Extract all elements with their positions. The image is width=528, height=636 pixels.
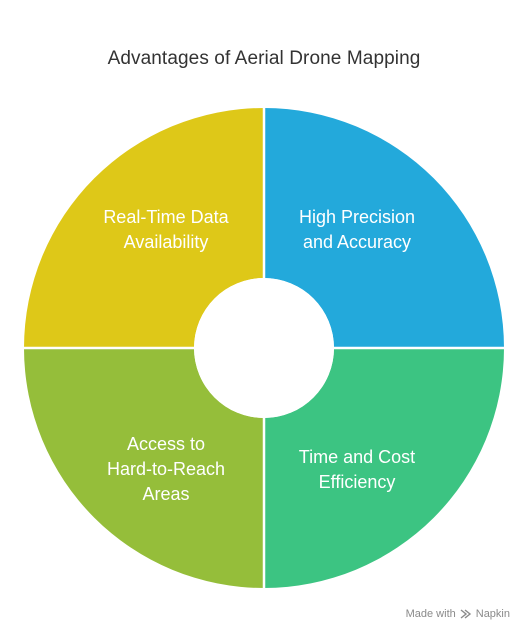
label-line: Time and Cost <box>298 447 416 467</box>
segment-high-precision <box>264 108 504 348</box>
segment-real-time-data <box>24 108 264 348</box>
segment-access-hard-to-reach <box>24 348 264 588</box>
label-high-precision: High Precision and Accuracy <box>272 205 442 255</box>
label-line: Efficiency <box>318 472 396 492</box>
center-hole <box>194 278 334 418</box>
made-with-napkin-badge[interactable]: Made with Napkin <box>406 608 510 620</box>
segment-time-and-cost <box>264 348 504 588</box>
label-line: Real-Time Data <box>103 207 229 227</box>
label-time-and-cost: Time and Cost Efficiency <box>272 445 442 495</box>
label-real-time-data: Real-Time Data Availability <box>81 205 251 255</box>
footer-brand: Napkin <box>475 608 510 620</box>
diagram-title: Advantages of Aerial Drone Mapping <box>107 48 421 69</box>
label-access-hard-to-reach: Access to Hard-to-Reach Areas <box>81 432 251 507</box>
label-line: Availability <box>123 232 209 252</box>
label-line: Access to <box>126 434 206 454</box>
label-line: and Accuracy <box>302 232 412 252</box>
footer-prefix: Made with <box>405 608 456 620</box>
napkin-logo-icon <box>460 609 471 619</box>
label-line: Areas <box>142 484 190 504</box>
label-line: High Precision <box>298 207 416 227</box>
label-line: Hard-to-Reach <box>106 459 226 479</box>
